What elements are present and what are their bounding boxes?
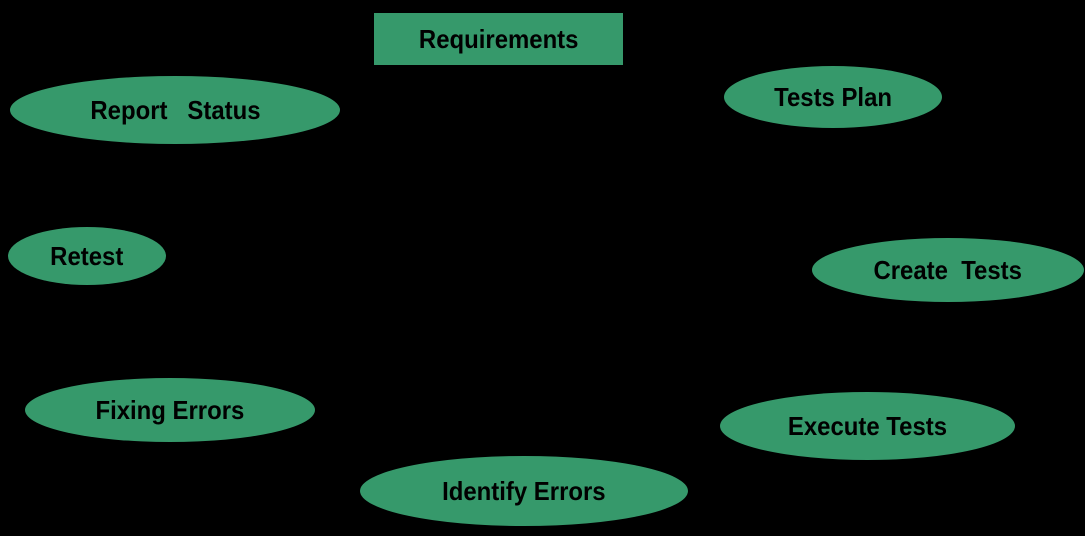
node-tests-plan: Tests Plan <box>724 66 942 128</box>
node-fixing-errors-label: Fixing Errors <box>95 394 245 425</box>
node-tests-plan-label: Tests Plan <box>774 81 892 112</box>
node-fixing-errors: Fixing Errors <box>25 378 315 442</box>
node-identify-errors-label: Identify Errors <box>442 475 606 506</box>
node-report-status: Report Status <box>10 76 340 144</box>
node-requirements: Requirements <box>374 13 623 65</box>
node-retest-label: Retest <box>50 240 124 271</box>
node-retest: Retest <box>8 227 166 285</box>
node-create-tests-label: Create Tests <box>873 254 1023 285</box>
node-execute-tests-label: Execute Tests <box>787 410 948 441</box>
node-execute-tests: Execute Tests <box>720 392 1015 460</box>
node-create-tests: Create Tests <box>812 238 1084 302</box>
node-requirements-label: Requirements <box>418 23 579 54</box>
node-report-status-label: Report Status <box>89 94 261 125</box>
node-identify-errors: Identify Errors <box>360 456 688 526</box>
